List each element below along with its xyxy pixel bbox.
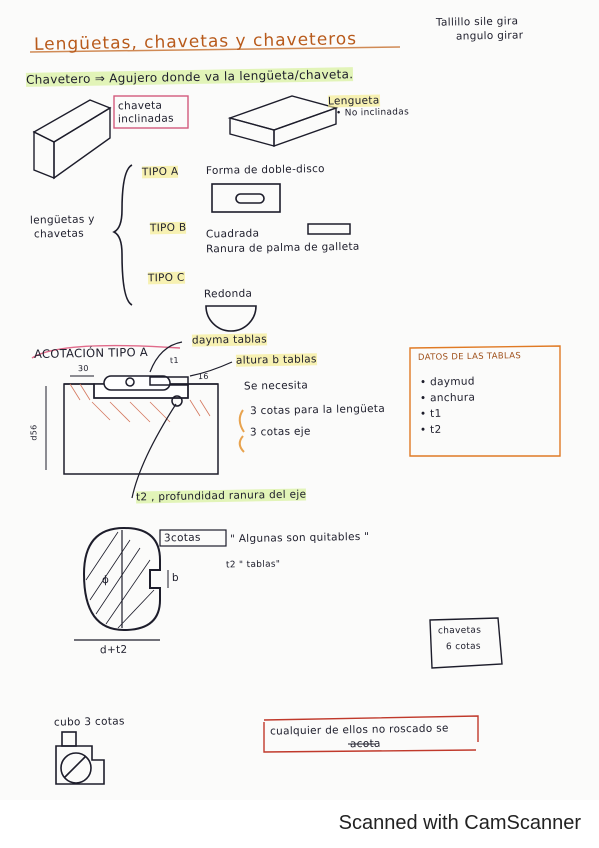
header-note-line2: angulo girar <box>455 29 524 43</box>
inclinadas-label: inclinadas <box>117 112 174 126</box>
dim-16: 16 <box>197 371 209 382</box>
dayma-tablas-label: dayma tablas <box>191 333 268 347</box>
dim-d-plus-t2: d+t2 <box>99 643 128 657</box>
cotas-eje-text: 3 cotas eje <box>249 425 311 439</box>
dim-d56: d56 <box>29 424 39 441</box>
lengueta-label: Lengueta <box>327 94 380 108</box>
camscanner-watermark: Scanned with CamScanner <box>338 812 581 834</box>
tipo-c-description: Redonda <box>203 287 253 301</box>
tipo-b-description-1: Cuadrada <box>205 227 260 241</box>
chaveta-label: chaveta <box>117 99 163 113</box>
chaveta-inclinada-sketch <box>32 99 112 180</box>
no-inclinadas-label: • No inclinadas <box>335 107 410 119</box>
cubo-note: cubo 3 cotas <box>53 715 125 729</box>
tipo-a-description: Forma de doble-disco <box>205 162 325 178</box>
cotas-lengueta-text: 3 cotas para la lengüeta <box>249 402 386 418</box>
eje-seccion-sketch <box>82 526 161 632</box>
header-note-line1: Tallillo sile gira <box>435 15 519 29</box>
sketch-drawings <box>29 46 561 785</box>
dim-phi: ϕ <box>101 573 110 587</box>
datos-tablas-item-2: • anchura <box>419 391 476 405</box>
chavetas-box-line2: 6 cotas <box>445 641 481 653</box>
cubo-sketch <box>55 731 105 785</box>
datos-tablas-title: DATOS DE LAS TABLAS <box>417 351 522 363</box>
acotacion-tipo-a-sketch <box>63 375 219 475</box>
datos-tablas-item-3: • t1 <box>419 407 442 421</box>
lenguetas-label-line1: lengüetas y <box>29 213 95 227</box>
scanned-page: Lengüetas, chavetas y chaveteros Tallill… <box>25 15 561 785</box>
se-necesita-text: Se necesita <box>243 379 309 393</box>
tipo-c-label: TIPO C <box>147 271 185 285</box>
algunas-quitables-note: " Algunas son quitables " <box>229 530 370 546</box>
chavetas-box-line1: chavetas <box>437 625 482 637</box>
dim-b: b <box>171 571 180 585</box>
datos-tablas-item-4: • t2 <box>419 423 442 437</box>
lenguetas-label-line2: chavetas <box>33 227 85 241</box>
tipo-b-label: TIPO B <box>149 221 187 235</box>
t2-tablas-note: t2 " tablas" <box>225 559 281 571</box>
bottom-note-line2: acota <box>349 737 381 751</box>
tipo-a-label: TIPO A <box>141 165 179 179</box>
dim-30: 30 <box>77 363 89 374</box>
tres-cotas-box: 3cotas <box>163 531 201 545</box>
altura-tablas-label: altura b tablas <box>235 353 317 367</box>
lengueta-sketch <box>227 95 339 147</box>
acotacion-heading: ACOTACIÓN TIPO A <box>33 345 149 361</box>
datos-tablas-item-1: • daymud <box>419 375 475 389</box>
t1-dimension: t1 <box>169 355 179 366</box>
